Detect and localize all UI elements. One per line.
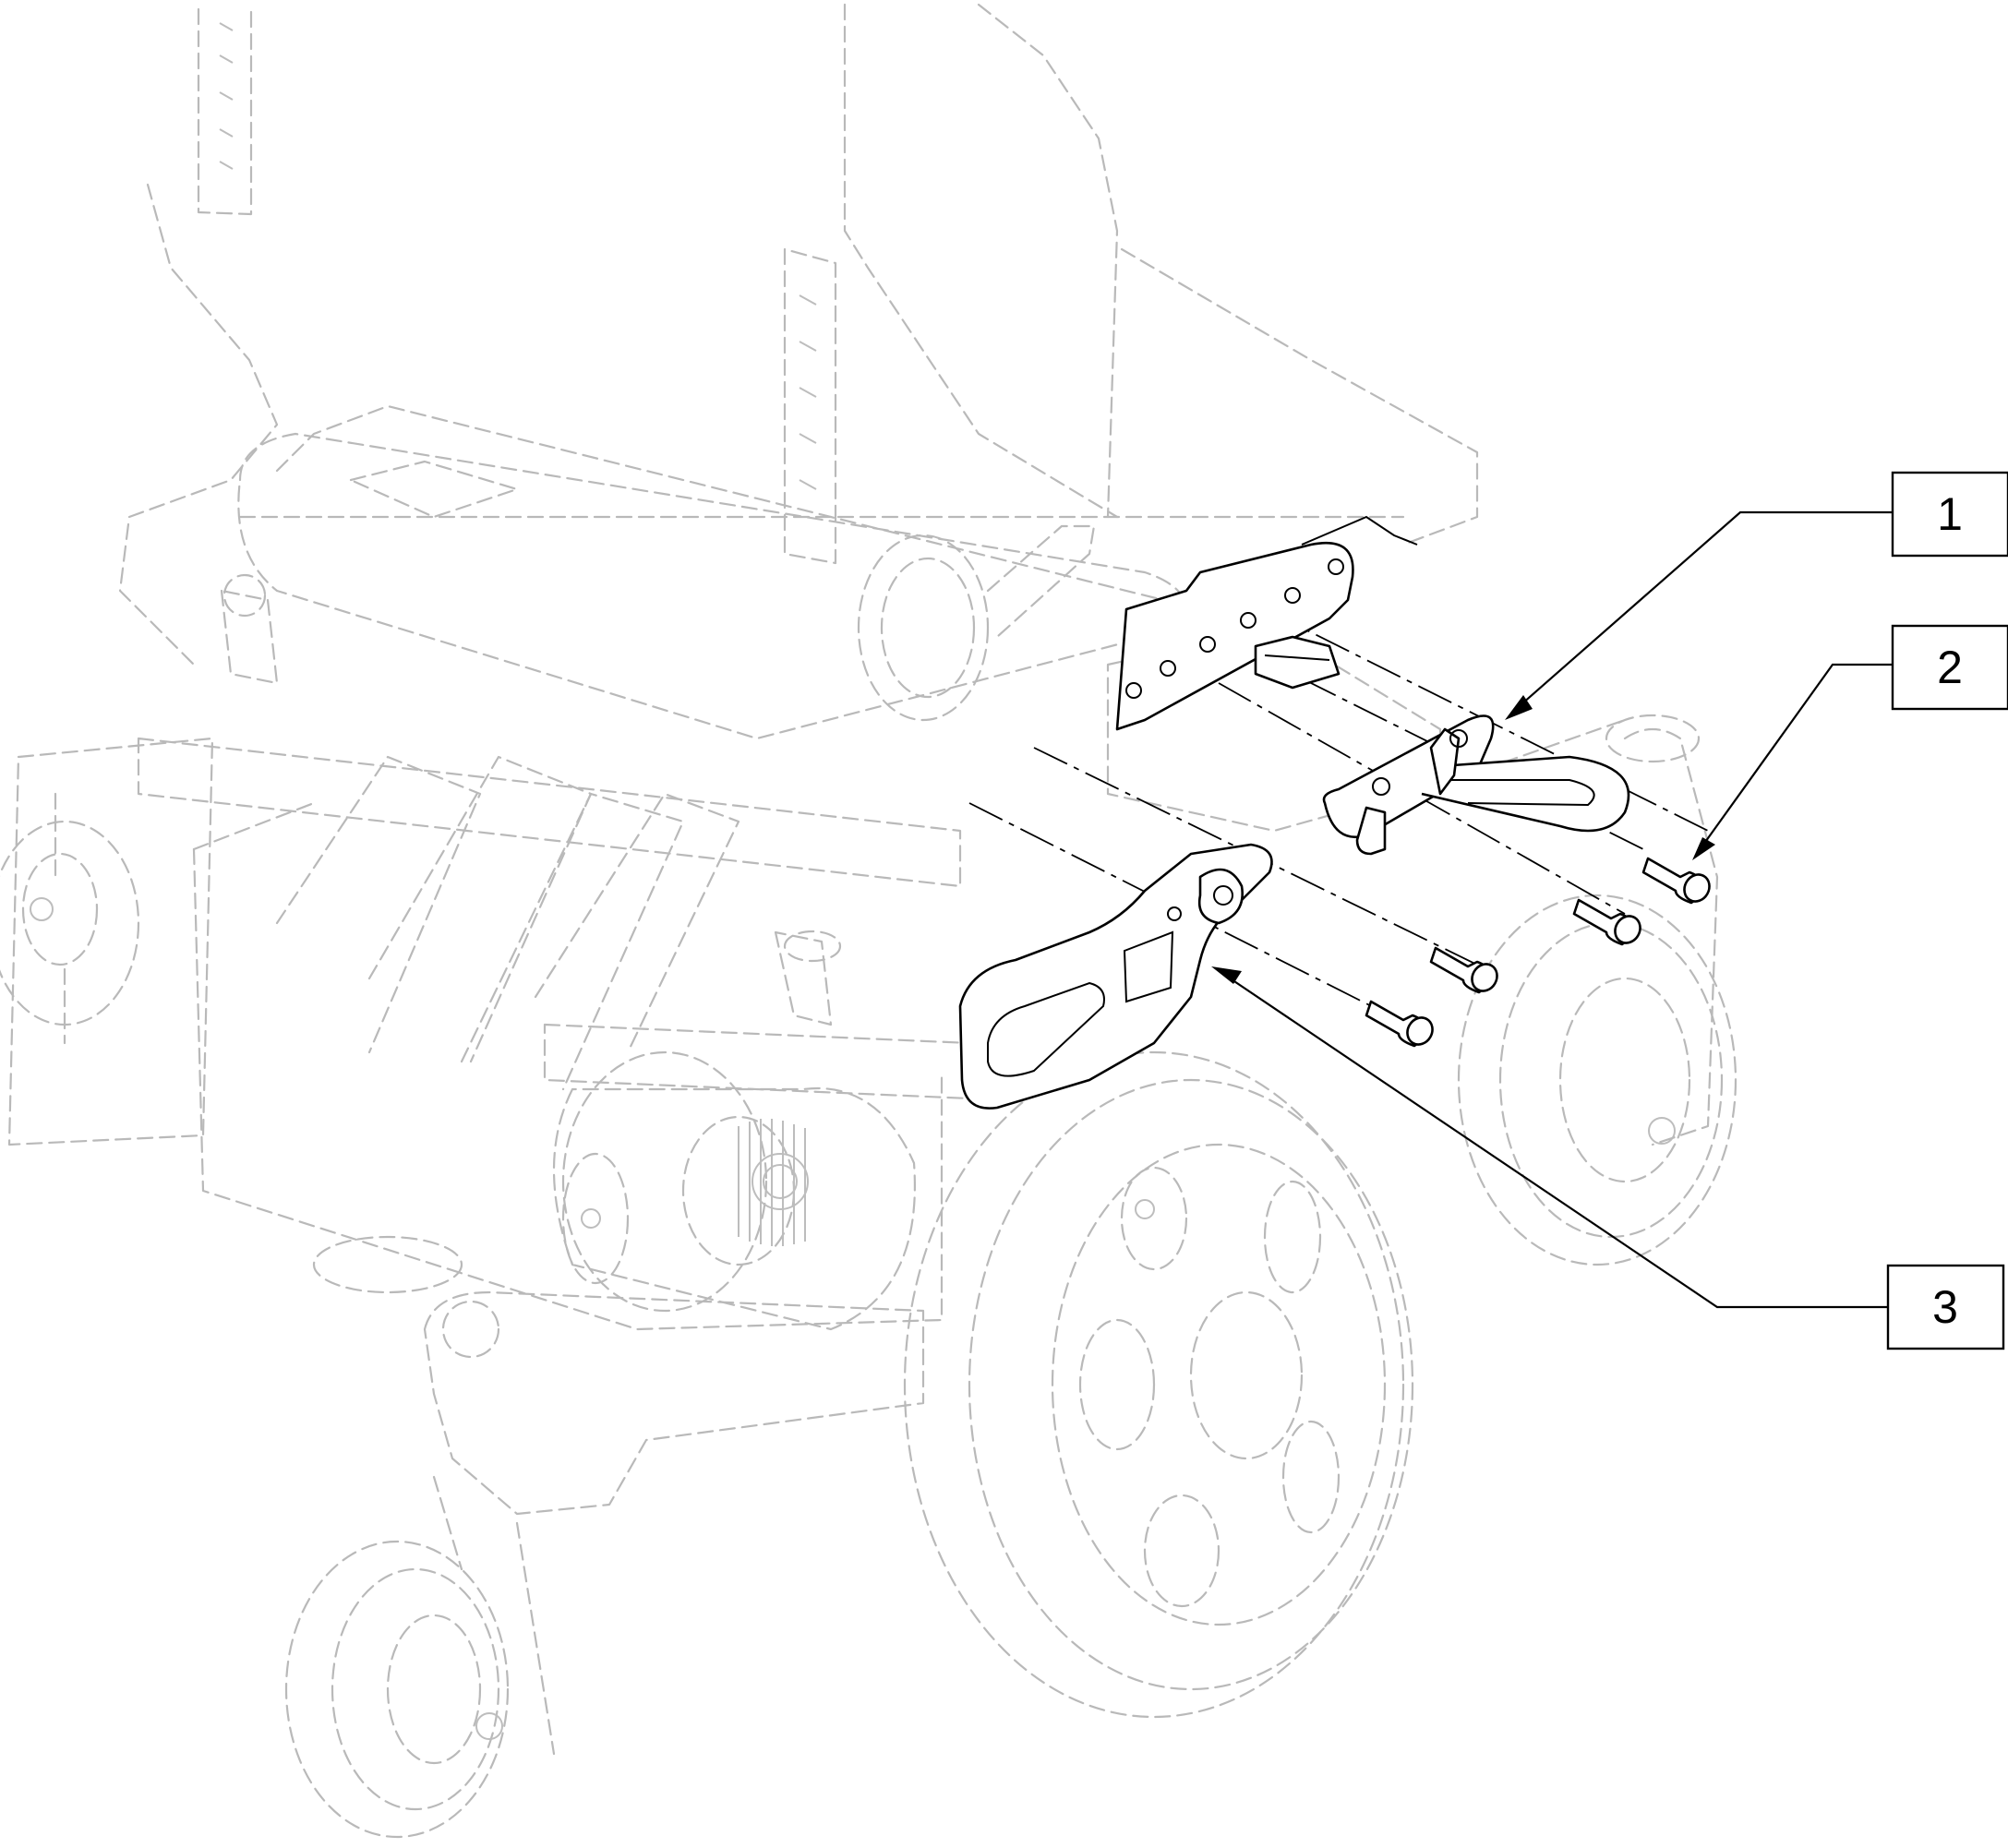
callout-1-label: 1 [1937, 488, 1963, 540]
screw-2 [1572, 898, 1641, 946]
callout-2: 2 [1891, 624, 2008, 711]
screw-4 [1365, 1000, 1434, 1048]
screw-3 [1429, 946, 1498, 994]
wheelchair-ghost-outline [0, 3, 1737, 1839]
leader-2-arrowhead [1692, 837, 1715, 860]
leader-3-arrowhead [1211, 966, 1242, 984]
leader-2 [1698, 663, 1893, 852]
mounting-bracket [1115, 515, 1418, 731]
callout-3-label: 3 [1932, 1281, 1958, 1333]
leader-lines [1211, 510, 1893, 1309]
leader-3 [1222, 973, 1888, 1309]
screw-1 [1641, 857, 1711, 905]
leader-1 [1513, 510, 1893, 712]
callout-1: 1 [1891, 471, 2008, 558]
part-1-tie-down-bracket [1322, 714, 1630, 856]
part-2-cap-screws [1365, 857, 1711, 1048]
leader-1-arrowhead [1505, 695, 1533, 720]
part-3-tie-down-bracket [958, 843, 1273, 1110]
callout-2-label: 2 [1937, 642, 1963, 693]
callout-3: 3 [1886, 1264, 2005, 1350]
